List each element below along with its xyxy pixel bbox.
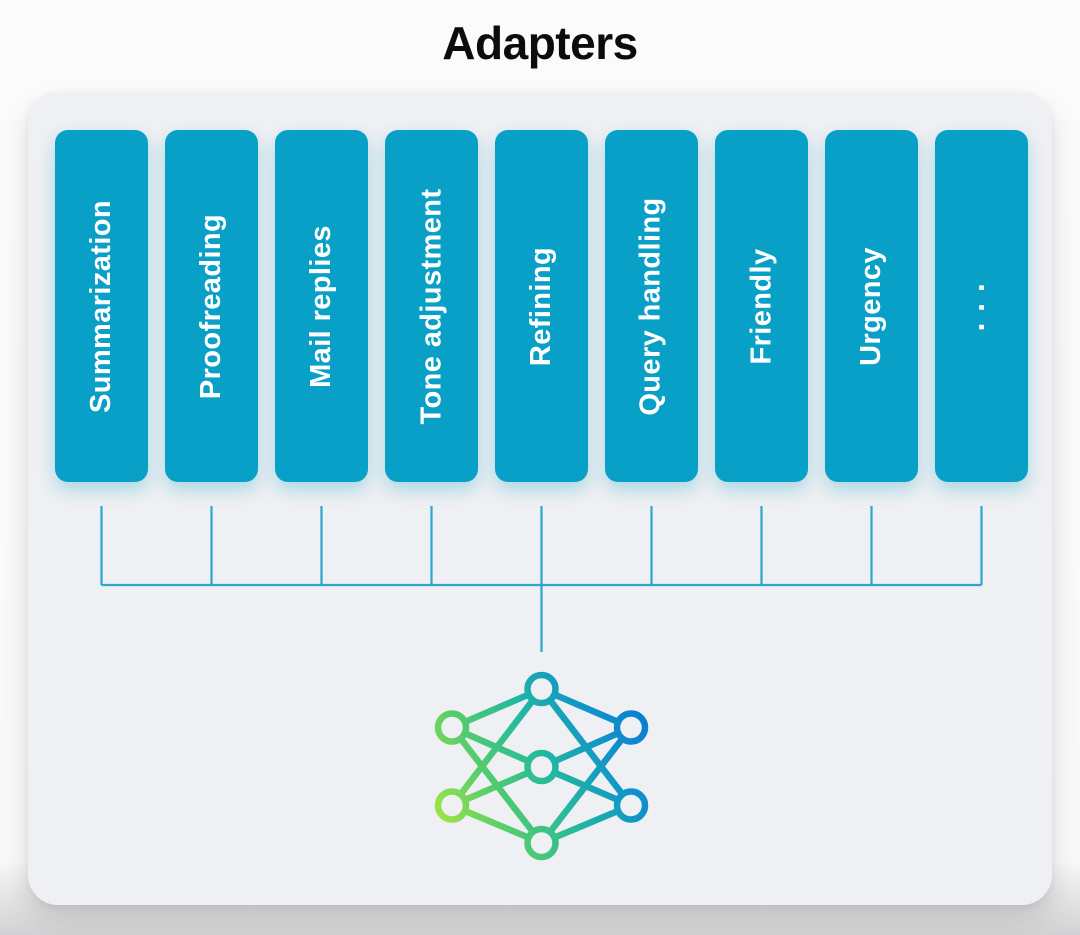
adapters-panel: Summarization Proofreading Mail replies Ton… [28, 92, 1052, 905]
nn-node-top [524, 671, 559, 707]
adapter-bar: Refining [495, 130, 588, 482]
adapter-bar: Proofreading [165, 130, 258, 482]
adapter-bar-label: Friendly [745, 248, 777, 364]
nn-node-left-lower [434, 788, 470, 823]
adapter-bar-label: Query handling [635, 196, 668, 416]
adapter-bar: Tone adjustment [385, 130, 478, 482]
nn-node-bottom [524, 825, 559, 861]
adapter-bar-label: Tone adjustment [415, 188, 447, 424]
adapter-bar-label: Urgency [855, 246, 887, 366]
adapter-bar: ··· [935, 130, 1028, 482]
nn-node-center [524, 749, 559, 785]
adapter-bar: Friendly [715, 130, 808, 482]
adapter-bar: Mail replies [275, 130, 368, 482]
nn-node-right-upper [613, 710, 649, 745]
adapter-bar-label: Summarization [85, 199, 118, 413]
nn-node-right-lower [613, 788, 649, 823]
adapter-bar-label: Proofreading [195, 213, 228, 399]
adapter-bar: Urgency [825, 130, 918, 482]
adapter-bar-label: Refining [525, 246, 557, 366]
adapter-bars: Summarization Proofreading Mail replies Ton… [55, 130, 1028, 482]
adapter-bar: Summarization [55, 130, 148, 482]
adapter-bar-label: ··· [963, 272, 999, 331]
adapter-bar: Query handling [605, 130, 698, 482]
nn-node-left-upper [434, 710, 470, 745]
neural-network-icon [434, 671, 649, 861]
page-title: Adapters [442, 17, 638, 69]
connector-bus-lines [101, 583, 982, 652]
adapter-bar-label: Mail replies [305, 224, 338, 388]
connector-stub-lines [100, 506, 983, 585]
